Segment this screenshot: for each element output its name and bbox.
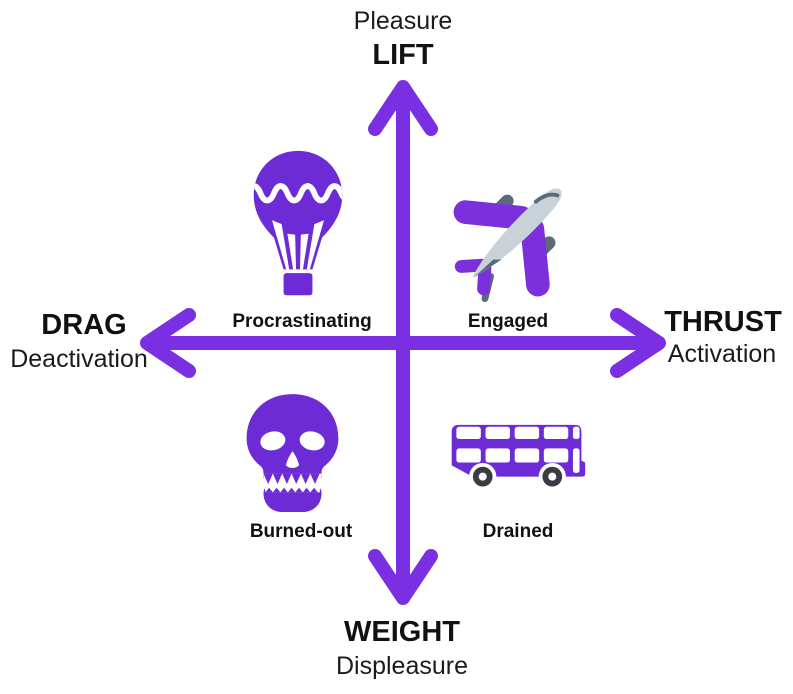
bus-windows bbox=[456, 426, 580, 473]
skull-nose bbox=[285, 451, 300, 469]
hot-air-balloon-icon bbox=[245, 149, 351, 303]
airplane-icon bbox=[448, 166, 586, 306]
skull-upper-teeth bbox=[263, 473, 320, 484]
quadrant-label-drained: Drained bbox=[482, 521, 554, 542]
balloon-basket bbox=[283, 273, 313, 296]
plane-tail-fin bbox=[477, 261, 492, 296]
displeasure-label: Displeasure bbox=[335, 652, 469, 680]
balloon-envelope bbox=[253, 150, 343, 270]
right-arrowhead bbox=[610, 308, 666, 378]
deactivation-label: Deactivation bbox=[10, 345, 148, 373]
balloon-gore-gap bbox=[272, 220, 290, 270]
skull-lower-teeth bbox=[265, 487, 318, 493]
skull-eye bbox=[299, 431, 325, 451]
quadrant-label-burned-out: Burned-out bbox=[249, 521, 353, 542]
quadrant-label-procrastinating: Procrastinating bbox=[232, 311, 372, 332]
double-decker-bus-icon bbox=[447, 423, 588, 487]
plane-wing bbox=[453, 200, 534, 230]
plane-wing bbox=[520, 217, 550, 297]
balloon-gore-gap bbox=[299, 233, 309, 270]
thrust-label: THRUST bbox=[664, 306, 782, 338]
activation-label: Activation bbox=[667, 340, 777, 368]
down-arrowhead bbox=[368, 549, 438, 605]
quadrant-label-engaged: Engaged bbox=[467, 311, 549, 332]
balloon-gore-gap bbox=[306, 220, 324, 270]
balloon-wave bbox=[253, 183, 343, 204]
plane-windshield bbox=[533, 192, 560, 204]
plane-fuselage bbox=[472, 188, 562, 278]
lift-label: LIFT bbox=[372, 39, 434, 71]
up-arrowhead bbox=[368, 80, 438, 136]
drag-label: DRAG bbox=[41, 309, 127, 341]
bus-wheel-hub bbox=[478, 472, 487, 481]
skull-icon bbox=[241, 393, 344, 515]
weight-label: WEIGHT bbox=[344, 616, 460, 648]
skull-eye bbox=[260, 431, 286, 451]
plane-tail-fin bbox=[454, 258, 489, 273]
bus-wheel-hub bbox=[548, 472, 557, 481]
balloon-gore-gap bbox=[287, 233, 297, 270]
pleasure-label: Pleasure bbox=[353, 7, 453, 35]
left-arrowhead bbox=[140, 308, 196, 378]
